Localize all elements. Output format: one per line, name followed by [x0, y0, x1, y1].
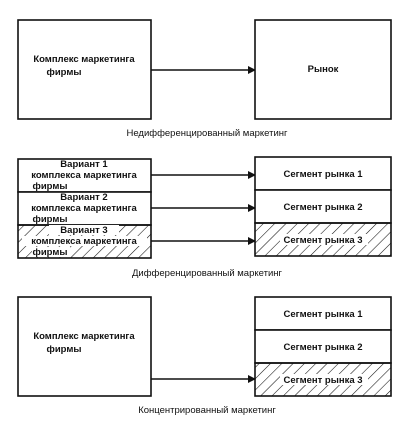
caption-concentrated: Концентрированный маркетинг: [138, 405, 276, 416]
variant-3-label-bg-2: [22, 236, 147, 246]
concentrated-segment-1-label: Сегмент рынка 1: [283, 309, 363, 320]
market-box: [254, 19, 392, 120]
section-concentrated: Комплекс маркетинга фирмы Сегмент рынка …: [17, 296, 392, 416]
firm-mix-concentrated-line1: Комплекс маркетинга: [33, 331, 135, 342]
firm-mix-label-line1: Комплекс маркетинга: [33, 54, 135, 65]
concentrated-segment-3-label-bg: [280, 374, 368, 385]
firm-mix-box: [17, 19, 152, 120]
section-differentiated: Вариант 1 комплекса маркетинга фирмы Вар…: [17, 156, 392, 279]
variant-1-line1: Вариант 1: [60, 159, 108, 170]
firm-mix-label-line2: фирмы: [47, 67, 82, 78]
variant-1-line2: комплекса маркетинга: [31, 170, 137, 181]
variant-3-line2: комплекса маркетинга: [31, 236, 137, 247]
variant-3-line3: фирмы: [33, 247, 68, 258]
variant-2-line3: фирмы: [33, 214, 68, 225]
segment-2-label: Сегмент рынка 2: [283, 202, 362, 213]
variant-3-line1: Вариант 3: [60, 225, 107, 236]
section-undifferentiated: Комплекс маркетинга фирмы Рынок Недиффер…: [17, 19, 392, 139]
caption-differentiated: Дифференцированный маркетинг: [132, 268, 283, 279]
variant-2-line1: Вариант 2: [60, 192, 107, 203]
segment-3-label-bg: [280, 234, 368, 245]
concentrated-segment-3-label: Сегмент рынка 3: [283, 375, 362, 386]
variant-1-box: [17, 158, 152, 193]
caption-undifferentiated: Недифференцированный маркетинг: [126, 128, 288, 139]
segment-1-box: [254, 156, 392, 191]
segment-2-box: [254, 189, 392, 224]
market-label: Рынок: [308, 64, 339, 75]
segment-1-label: Сегмент рынка 1: [283, 169, 363, 180]
concentrated-segment-2-label: Сегмент рынка 2: [283, 342, 362, 353]
variant-3-label-bg-1: [49, 225, 119, 235]
firm-mix-box-concentrated: [17, 296, 152, 397]
firm-mix-concentrated-line2: фирмы: [47, 344, 82, 355]
segment-3-label: Сегмент рынка 3: [283, 235, 362, 246]
variant-3-label-bg-3: [32, 247, 70, 257]
variant-1-line3: фирмы: [33, 181, 68, 192]
variant-2-line2: комплекса маркетинга: [31, 203, 137, 214]
